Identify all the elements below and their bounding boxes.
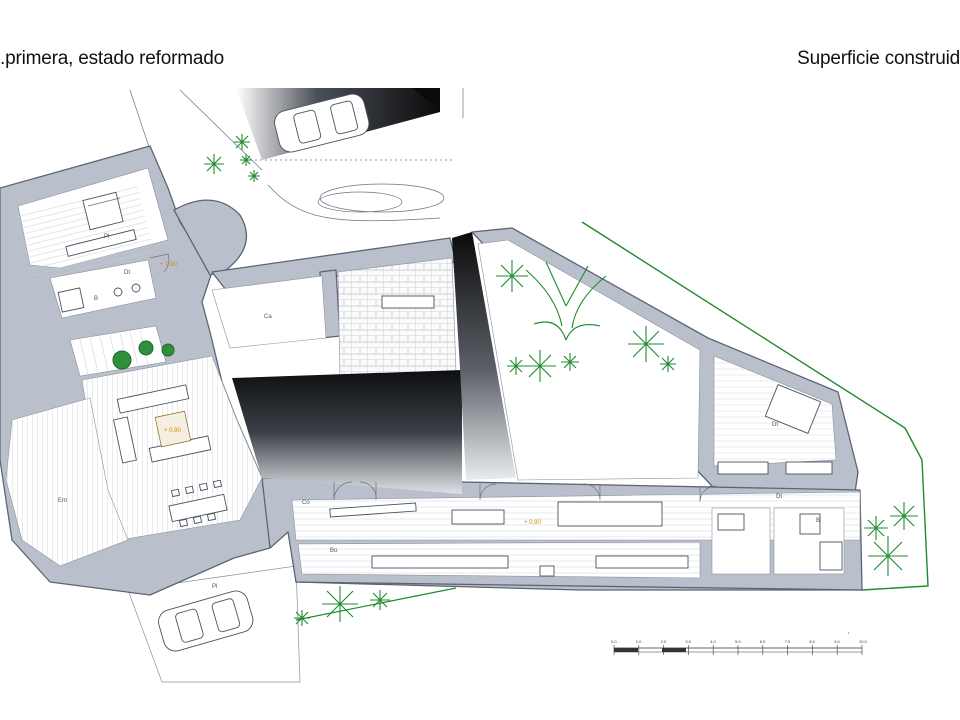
scale-bar-tick-label: 0.0 [611, 639, 617, 644]
scale-bar-tick-label: 10.0 [859, 639, 868, 644]
room-label: B [816, 518, 820, 524]
plan-caption-left: .primera, estado reformado [0, 48, 224, 69]
room-label: Pl [104, 234, 109, 240]
garden-plants [112, 134, 918, 626]
level-labels: + 1.90 + 0.90 + 0.90 [160, 262, 542, 526]
scale-bar-tick-label: 9.0 [834, 639, 840, 644]
room-label: Co [302, 500, 310, 506]
site-context-lines [129, 88, 464, 222]
level-label: + 1.90 [160, 262, 178, 268]
room-label: Ent [58, 498, 67, 504]
scale-bar-tick-label: 8.0 [809, 639, 815, 644]
scale-bar-tick-label: 1.0 [636, 639, 642, 644]
room-labels: Pl Dt B Ca Ent Co Bo Dt Dt B Pl [58, 234, 820, 590]
level-label: + 0.90 [164, 428, 182, 434]
scale-bar-tick-label: 4.0 [710, 639, 716, 644]
scale-north-mark: • [848, 630, 850, 635]
scale-bar-tick-label: 5.0 [735, 639, 741, 644]
scale-bar: 0.0 1.0 2.0 3.0 4.0 5.0 6.0 7.0 8.0 9.0 10.0 [611, 639, 868, 655]
courtyard-shadow [232, 232, 516, 494]
scale-bar-tick-label: 6.0 [760, 639, 766, 644]
room-label: Dt [124, 270, 130, 276]
furniture [57, 191, 843, 577]
room-label: B [94, 296, 98, 302]
room-label: Bo [330, 548, 338, 554]
level-label: + 0.90 [524, 520, 542, 526]
room-label: Ca [264, 314, 272, 320]
car-south [158, 590, 254, 652]
scale-bar-tick-label: 7.0 [785, 639, 791, 644]
scale-bar-tick-label: 3.0 [685, 639, 691, 644]
car-north [274, 93, 370, 153]
room-label: Dt [776, 494, 782, 500]
room-label: Pl [212, 584, 217, 590]
plan-caption-right: Superficie construid [797, 48, 960, 69]
east-garden [477, 239, 701, 481]
door-swings [149, 253, 717, 503]
room-label: Dt [772, 422, 778, 428]
scale-bar-tick-label: 2.0 [661, 639, 667, 644]
